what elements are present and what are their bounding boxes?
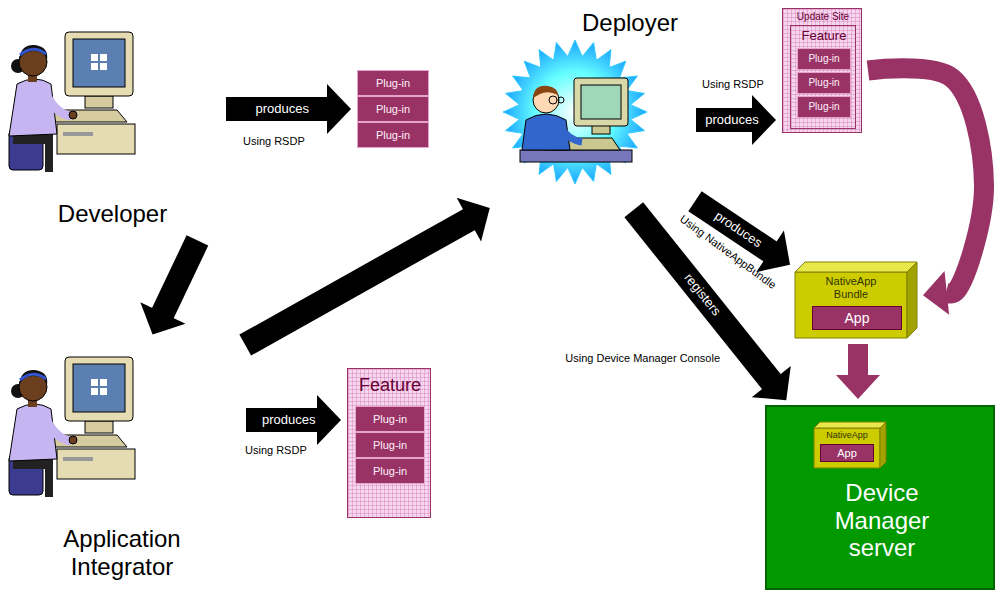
node-label: Plug-in xyxy=(358,129,428,142)
node-label: Plug-in xyxy=(798,53,850,65)
block-arrow xyxy=(140,240,197,334)
tool-note: Using RSDP xyxy=(245,444,307,457)
box-face xyxy=(795,262,917,272)
block-arrow xyxy=(226,84,351,134)
block-arrow xyxy=(634,210,791,401)
arrow-label: produces xyxy=(254,102,311,117)
illustration-part xyxy=(558,97,564,103)
arrow-head xyxy=(836,375,880,399)
arrow-head xyxy=(140,302,185,334)
node-label: NativeApp Bundle xyxy=(816,275,886,300)
plugin-box: Plug-in xyxy=(357,96,429,122)
box-face xyxy=(814,428,880,468)
arrow-shaft xyxy=(226,97,328,121)
tool-note: Using RSDP xyxy=(243,135,305,148)
plugin-box: Plug-in xyxy=(355,432,425,458)
arrow-shaft xyxy=(162,240,197,313)
arrow-label: registers xyxy=(680,270,725,321)
feature-box: FeaturePlug-inPlug-inPlug-in xyxy=(347,368,431,518)
arrow-label: produces xyxy=(260,413,317,428)
server-box: Device Manager server NativeAppApp xyxy=(765,405,995,590)
arrow-shaft xyxy=(868,68,984,293)
person-figure: Developer xyxy=(5,15,220,235)
node-label: Device Manager server xyxy=(802,479,962,562)
node-label: Feature xyxy=(348,375,432,396)
node-label: Application Integrator xyxy=(22,525,222,580)
block-arrow xyxy=(245,198,490,345)
plugin-box: Plug-in xyxy=(355,458,425,484)
block-arrow xyxy=(696,95,776,145)
node-label: Developer xyxy=(5,200,220,228)
illustration-part xyxy=(560,126,582,142)
arrow-label: produces xyxy=(703,113,760,128)
arrow-head xyxy=(327,84,351,134)
arrow-head xyxy=(752,366,791,400)
bundle-box: NativeAppApp xyxy=(814,422,886,468)
arrow-head xyxy=(923,271,949,315)
plugin-box: Plug-in xyxy=(797,48,851,70)
node-label: Plug-in xyxy=(358,103,428,116)
app-box: App xyxy=(820,444,874,462)
starburst xyxy=(503,40,647,184)
box-face xyxy=(880,422,886,468)
deployer-figure xyxy=(503,40,647,184)
node-label: Plug-in xyxy=(798,77,850,89)
arrow-shaft xyxy=(848,344,868,376)
plugin-box: Plug-in xyxy=(357,70,429,96)
update-site-box: Update SiteFeaturePlug-inPlug-inPlug-in xyxy=(782,8,862,133)
block-arrow xyxy=(836,344,880,399)
box-face xyxy=(907,262,917,338)
person-figure: Application Integrator xyxy=(5,340,240,590)
node-label: Deployer xyxy=(570,9,690,37)
feature-box: FeaturePlug-inPlug-inPlug-in xyxy=(790,25,856,129)
person-figure: Deployer xyxy=(470,5,690,205)
arrow-head xyxy=(317,395,341,445)
app-box: App xyxy=(812,306,902,330)
plugin-box: Plug-in xyxy=(355,406,425,432)
block-arrow xyxy=(246,395,341,445)
arrow-shaft xyxy=(246,408,318,432)
plugin-box: Plug-in xyxy=(797,72,851,94)
illustration-part xyxy=(581,85,621,119)
plugin-box: Plug-in xyxy=(797,96,851,118)
bundle-box: NativeApp BundleApp xyxy=(795,262,917,338)
developer-figure xyxy=(9,32,135,172)
illustration-part xyxy=(549,96,557,104)
illustration-part xyxy=(574,78,628,126)
node-label: Plug-in xyxy=(358,77,428,90)
node-label: App xyxy=(813,310,901,326)
node-label: NativeApp xyxy=(814,430,880,440)
node-label: Plug-in xyxy=(798,101,850,113)
node-label: Update Site xyxy=(783,11,863,23)
node-label: Plug-in xyxy=(356,465,424,478)
node-label: Plug-in xyxy=(356,439,424,452)
illustration-part xyxy=(520,150,632,162)
plugin-box: Plug-in xyxy=(357,122,429,148)
integrator-figure xyxy=(9,357,135,497)
node-label: Plug-in xyxy=(356,413,424,426)
node-label: Feature xyxy=(791,29,857,44)
node-label: App xyxy=(821,447,873,460)
tool-note: Using Device Manager Console xyxy=(565,352,720,365)
arrow-head xyxy=(457,198,490,242)
box-face xyxy=(814,422,886,428)
box-face xyxy=(795,272,907,338)
tool-note: Using RSDP xyxy=(702,78,764,91)
arrow-shaft xyxy=(245,219,469,345)
